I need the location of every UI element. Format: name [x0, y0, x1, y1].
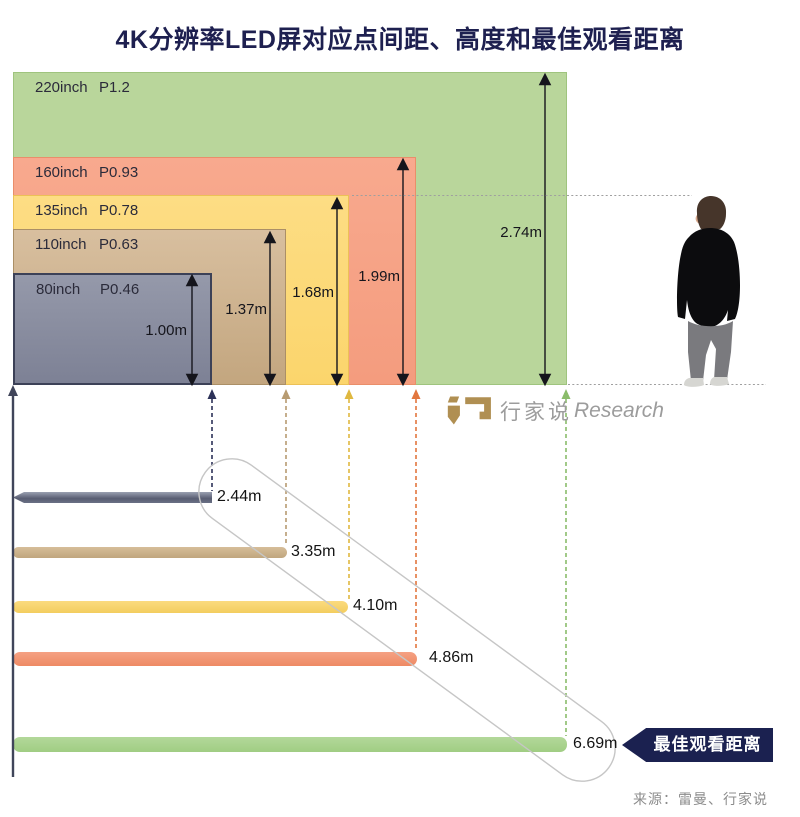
pixel-pitch-text: P1.2 — [99, 79, 130, 96]
source-note: 来源：雷曼、行家说 — [633, 791, 768, 807]
screen-size-text: 110inch — [35, 236, 87, 253]
brand-logo: 行家说 Research — [447, 395, 664, 426]
drop-lines — [211, 399, 567, 736]
distance-label-135inch: 4.10m — [353, 597, 398, 614]
brand-name-cn: 行家说 — [500, 400, 572, 424]
chart-title: 4K分辨率LED屏对应点间距、高度和最佳观看距离 — [115, 26, 685, 54]
screen-size-text: 160inch — [35, 164, 88, 181]
pixel-pitch-text: P0.46 — [100, 281, 140, 298]
distance-bar-110inch — [13, 547, 287, 558]
person-neck — [704, 224, 716, 234]
pixel-pitch-text: P0.63 — [99, 236, 139, 253]
screen-label-80inch: 80inch P0.46 — [36, 281, 139, 298]
person-shoe-left — [684, 378, 704, 387]
best-viewing-distance-badge: 最佳观看距离 — [622, 728, 773, 762]
screen-size-text: 80inch — [36, 281, 81, 298]
distance-label-220inch: 6.69m — [573, 735, 618, 752]
screen-size-text: 220inch — [35, 79, 88, 96]
height-label-110inch: 1.37m — [225, 301, 267, 318]
person-hair — [696, 196, 727, 229]
screen-rect-80inch: 80inch P0.46 — [13, 273, 212, 385]
brand-name-en: Research — [574, 398, 664, 422]
distance-bar-80inch — [13, 492, 212, 503]
distance-label-160inch: 4.86m — [429, 649, 474, 666]
screen-label-160inch: 160inch P0.93 — [35, 164, 138, 181]
distance-bar-160inch — [13, 652, 417, 666]
pixel-pitch-text: P0.78 — [99, 202, 139, 219]
screen-label-110inch: 110inch P0.63 — [35, 236, 138, 253]
height-label-80inch: 1.00m — [145, 322, 187, 339]
person-ear — [695, 213, 701, 224]
distance-bar-220inch — [13, 737, 567, 752]
screen-label-135inch: 135inch P0.78 — [35, 202, 138, 219]
height-label-220inch: 2.74m — [500, 224, 542, 241]
distance-bar-135inch — [13, 601, 348, 613]
brand-logo-icon — [447, 396, 491, 425]
screen-size-text: 135inch — [35, 202, 88, 219]
distance-label-80inch: 2.44m — [217, 488, 262, 505]
person-pants — [688, 321, 733, 381]
height-label-160inch: 1.99m — [358, 268, 400, 285]
person-jacket — [677, 228, 740, 327]
pixel-pitch-text: P0.93 — [99, 164, 139, 181]
person-silhouette — [677, 196, 740, 387]
axis-arrowhead — [8, 385, 18, 396]
height-label-135inch: 1.68m — [292, 284, 334, 301]
vertical-axis — [8, 385, 18, 777]
distance-label-110inch: 3.35m — [291, 543, 336, 560]
screen-label-220inch: 220inch P1.2 — [35, 79, 130, 96]
person-shoe-right — [710, 377, 729, 386]
